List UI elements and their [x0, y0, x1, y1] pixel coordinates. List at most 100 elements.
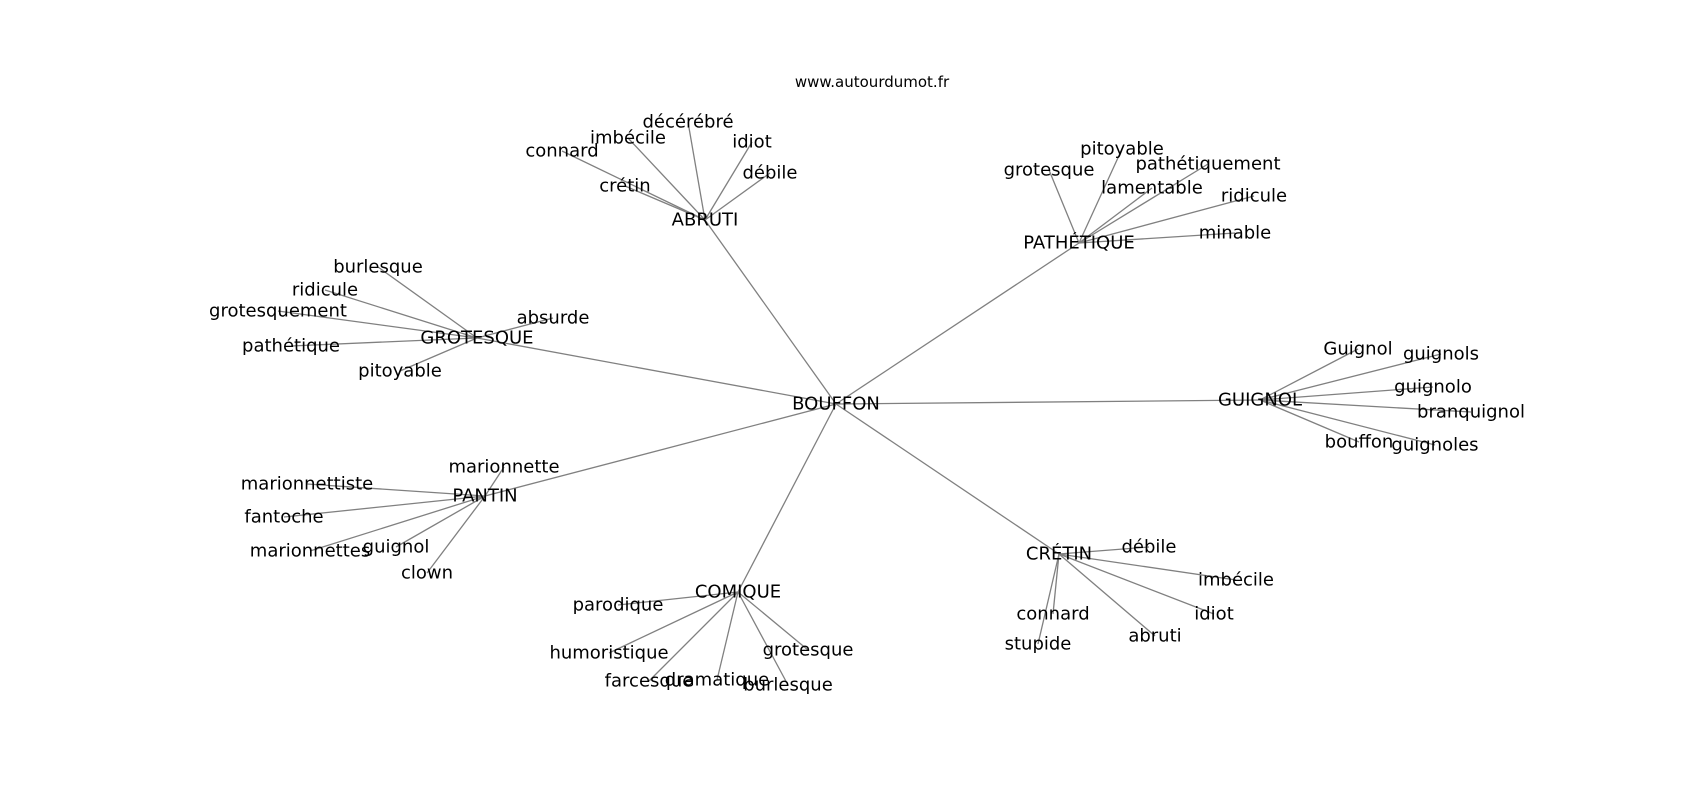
word-node-label: crétin [599, 176, 650, 197]
edge-cluster-to-word [1078, 195, 1255, 244]
word-node-label: décérébré [642, 112, 733, 133]
edge-cluster-to-word [399, 337, 478, 372]
word-node-label: marionnettiste [241, 474, 374, 495]
word-node-label: abruti [1128, 626, 1181, 647]
edge-cluster-to-word [617, 591, 739, 606]
word-node-label: débile [1121, 537, 1176, 558]
word-node-label: farcesque [605, 671, 694, 692]
edge-cluster-to-word [1058, 553, 1215, 615]
word-node-label: grotesquement [209, 301, 347, 322]
edge-cluster-to-word [1078, 232, 1236, 244]
edge-cluster-to-word [1058, 546, 1150, 555]
word-node-label: dramatique [665, 670, 769, 691]
edge-cluster-to-word [1052, 553, 1060, 615]
cluster-node-label: PATHÉTIQUE [1023, 232, 1135, 254]
edge-center-to-cluster [835, 399, 1261, 405]
edge-cluster-to-word [704, 172, 771, 221]
graph-edges [277, 121, 1472, 686]
edge-cluster-to-word [1048, 169, 1080, 244]
word-node-label: grotesque [1004, 160, 1095, 181]
edge-cluster-to-word [1259, 399, 1360, 443]
graph-labels: ABRUTIcrétinconnardimbéciledécérébréidio… [209, 112, 1525, 696]
edge-center-to-cluster [835, 242, 1080, 405]
edge-cluster-to-word [1259, 348, 1359, 401]
edge-cluster-to-word [306, 483, 486, 497]
edge-cluster-to-word [687, 121, 706, 221]
edge-cluster-to-word [1037, 553, 1060, 645]
edge-cluster-to-word [309, 495, 486, 552]
edge-cluster-to-word [283, 495, 486, 518]
word-node-label: imbécile [1198, 570, 1274, 591]
edge-cluster-to-word [1058, 553, 1237, 581]
edge-cluster-to-word [395, 495, 486, 548]
word-node-label: guignols [1403, 344, 1479, 365]
center-node-label: BOUFFON [792, 394, 880, 415]
word-node-label: débile [742, 163, 797, 184]
edge-cluster-to-word [1259, 353, 1442, 401]
word-node-label: grotesque [763, 640, 854, 661]
word-node-label: imbécile [590, 128, 666, 149]
word-node-label: connard [525, 141, 598, 162]
word-node-label: pathétique [242, 336, 340, 357]
cluster-node-label: COMIQUE [695, 582, 781, 603]
edge-center-to-cluster [835, 403, 1060, 555]
word-node-label: ridicule [292, 280, 358, 301]
word-node-label: marionnette [448, 457, 559, 478]
cluster-node-label: CRÉTIN [1026, 543, 1092, 565]
word-node-label: guignol [363, 537, 430, 558]
edge-cluster-to-word [1058, 553, 1156, 637]
edge-cluster-to-word [1259, 399, 1436, 446]
word-node-label: idiot [732, 132, 772, 153]
cluster-node-label: GUIGNOL [1218, 390, 1302, 411]
edge-cluster-to-word [476, 317, 554, 339]
cluster-node-label: PANTIN [452, 486, 517, 507]
word-node-label: humoristique [549, 643, 668, 664]
edge-cluster-to-word [426, 495, 486, 574]
edge-cluster-to-word [1259, 386, 1434, 401]
edge-cluster-to-word [1078, 163, 1209, 244]
word-node-label: burlesque [333, 257, 423, 278]
edge-cluster-to-word [290, 337, 478, 347]
edge-cluster-to-word [737, 591, 789, 686]
word-node-label: connard [1016, 604, 1089, 625]
edge-cluster-to-word [716, 591, 739, 681]
word-node-label: lamentable [1101, 178, 1203, 199]
edge-cluster-to-word [1259, 399, 1472, 413]
word-node-label: Guignol [1323, 339, 1392, 360]
word-node-label: pitoyable [1080, 139, 1164, 160]
edge-cluster-to-word [608, 591, 739, 654]
edge-cluster-to-word [1078, 187, 1153, 244]
word-node-label: burlesque [743, 675, 833, 696]
edge-center-to-cluster [484, 403, 837, 497]
edge-center-to-cluster [476, 337, 837, 405]
edge-cluster-to-word [377, 266, 478, 339]
word-node-label: guignolo [1394, 377, 1472, 398]
word-node-label: stupide [1005, 634, 1072, 655]
word-node-label: fantoche [244, 507, 323, 528]
word-node-label: pitoyable [358, 361, 442, 382]
word-node-label: minable [1199, 223, 1271, 244]
word-node-label: parodique [573, 595, 664, 616]
edge-cluster-to-word [277, 310, 478, 339]
edge-cluster-to-word [704, 141, 753, 221]
word-node-label: guignoles [1391, 435, 1478, 456]
word-node-label: idiot [1194, 604, 1234, 625]
edge-cluster-to-word [1078, 148, 1123, 244]
edge-cluster-to-word [627, 137, 706, 221]
cluster-node-label: GROTESQUE [420, 328, 533, 349]
cluster-node-label: ABRUTI [672, 210, 739, 231]
source-label: www.autourdumot.fr [795, 73, 950, 91]
word-node-label: marionnettes [250, 541, 370, 562]
word-node-label: pathétiquement [1135, 154, 1280, 175]
edge-cluster-to-word [737, 591, 809, 651]
word-node-label: bouffon [1325, 432, 1394, 453]
edge-cluster-to-word [648, 591, 739, 682]
edge-center-to-cluster [704, 219, 837, 405]
word-node-label: clown [401, 563, 453, 584]
edge-cluster-to-word [484, 466, 505, 497]
edge-cluster-to-word [324, 289, 478, 339]
word-node-label: ridicule [1221, 186, 1287, 207]
edge-cluster-to-word [624, 185, 706, 221]
edge-center-to-cluster [737, 403, 837, 593]
